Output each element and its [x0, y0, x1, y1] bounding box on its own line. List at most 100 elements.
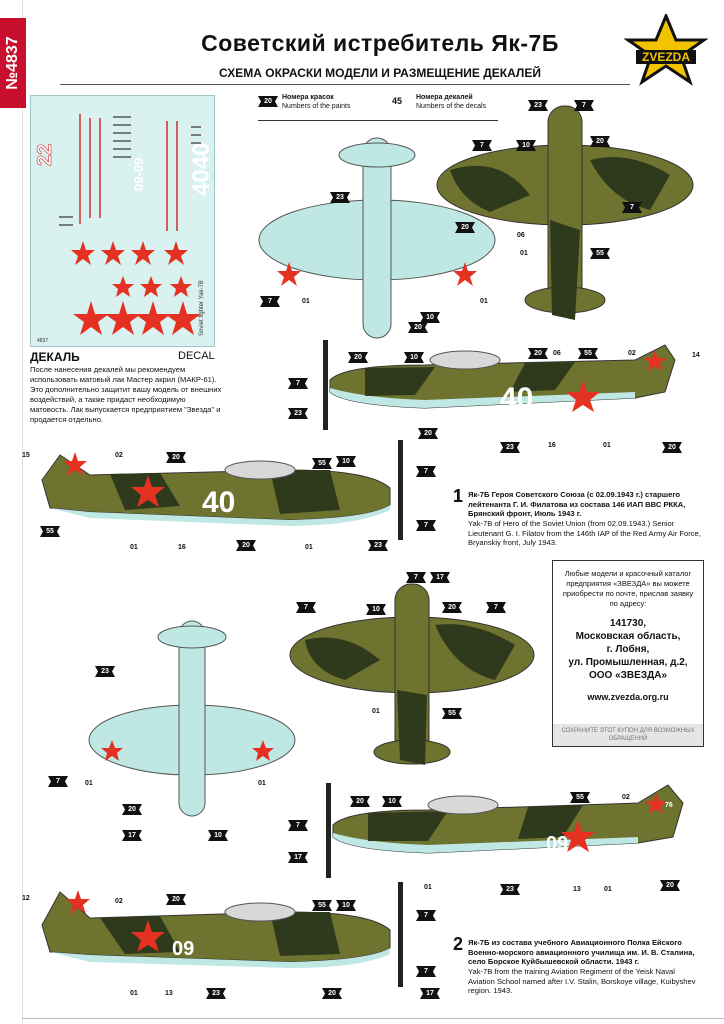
decal-caption-en: DECAL: [178, 350, 215, 362]
scheme1-left-tail-star: [63, 452, 87, 476]
callout-num: 02: [115, 452, 123, 459]
decal-sheet: 22 09-09 4040 4837 Soviet fighter Yak-7B: [30, 95, 215, 347]
scheme1-side-number: 40: [500, 382, 533, 415]
callout-badge: 23: [368, 540, 388, 551]
scheme1-side-right: 40: [323, 340, 676, 430]
callout-num: 16: [178, 544, 186, 551]
decal-caption-ru: ДЕКАЛЬ: [30, 350, 80, 364]
legend: 20 Номера красок Numbers of the paints 4…: [258, 94, 498, 121]
callout-num: 01: [480, 298, 488, 305]
callout-num: 01: [130, 544, 138, 551]
callout-badge: 23: [206, 988, 226, 999]
callout-num: 02: [115, 898, 123, 905]
callout-badge: 20: [442, 602, 462, 613]
callout-badge: 20: [322, 988, 342, 999]
legend-paint-en: Numbers of the paints: [282, 103, 351, 110]
paint-badge-icon: 20: [258, 96, 278, 107]
callout-badge: 55: [312, 900, 332, 911]
callout-badge: 10: [516, 140, 536, 151]
page-title: Советский истребитель Як-7Б: [201, 30, 559, 56]
callout-badge: 23: [500, 884, 520, 895]
callout-num: 01: [603, 442, 611, 449]
callout-badge: 20: [455, 222, 475, 233]
callout-badge: 7: [416, 466, 436, 477]
callout-badge: 20: [122, 804, 142, 815]
zvezda-logo: ZVEZDA: [624, 14, 708, 86]
callout-badge: 20: [166, 894, 186, 905]
callout-num: 01: [305, 544, 313, 551]
callout-badge: 7: [288, 820, 308, 831]
scheme1-index: 1: [453, 488, 462, 505]
page-subtitle: Схема окраски модели и размещение декале…: [219, 66, 541, 80]
callout-badge: 20: [350, 796, 370, 807]
decal-stripes: [79, 114, 178, 231]
scheme2-bottom-star-left: [101, 740, 123, 761]
callout-badge: 7: [406, 572, 426, 583]
scheme2-left-tail-number: 76: [34, 904, 44, 914]
scheme2-left-fuselage-star: [131, 920, 165, 952]
decal-stencils: [59, 116, 201, 226]
callout-num: 06: [553, 350, 561, 357]
callout-badge: 23: [288, 408, 308, 419]
callout-badge: 10: [420, 312, 440, 323]
callout-badge: 23: [528, 100, 548, 111]
callout-num: 06: [517, 232, 525, 239]
scheme2-desc-en: Yak-7B from the training Aviation Regime…: [468, 967, 696, 995]
callout-badge: 20: [662, 442, 682, 453]
scheme2-side-right: 09: [326, 783, 684, 878]
callout-num: 01: [85, 780, 93, 787]
callout-num: 14: [692, 352, 700, 359]
scheme2-side-number: 09: [546, 833, 568, 855]
callout-num: 01: [424, 884, 432, 891]
callout-badge: 7: [288, 378, 308, 389]
callout-num: 15: [22, 452, 30, 459]
decal-star-icon: [71, 241, 201, 335]
coupon-address-line2: Московская область,: [575, 631, 681, 642]
callout-badge: 7: [296, 602, 316, 613]
scheme2-side-left: 76 09: [34, 882, 403, 987]
scheme2-bottom-view: [88, 620, 296, 817]
callout-badge: 20: [408, 322, 428, 333]
decal-sheet-label: Soviet fighter Yak-7B: [199, 280, 205, 336]
callout-badge: 23: [500, 442, 520, 453]
legend-decal-en: Numbers of the decals: [416, 103, 487, 110]
callout-num: 76: [665, 802, 673, 809]
callout-badge: 17: [122, 830, 142, 841]
callout-badge: 10: [336, 900, 356, 911]
callout-badge: 7: [416, 966, 436, 977]
callout-badge: 7: [472, 140, 492, 151]
callout-badge: 10: [366, 604, 386, 615]
scheme2-bottom-star-right: [252, 740, 274, 761]
callout-badge: 17: [430, 572, 450, 583]
scheme2-left-number: 09: [172, 938, 194, 960]
callout-badge: 20: [418, 428, 438, 439]
callout-badge: 55: [578, 348, 598, 359]
coupon-address-line5: ООО «ЗВЕЗДА»: [588, 670, 667, 681]
scheme1-side-left: 40: [41, 440, 403, 540]
scheme2-index-number: 2: [453, 934, 464, 954]
legend-decal-num: 45: [392, 96, 403, 106]
coupon-url[interactable]: www.zvezda.org.ru: [587, 692, 669, 702]
callout-badge: 17: [420, 988, 440, 999]
callout-badge: 20: [528, 348, 548, 359]
callout-badge: 55: [40, 526, 60, 537]
callout-badge: 17: [288, 852, 308, 863]
callout-badge: 10: [382, 796, 402, 807]
brand-name: ZVEZDA: [642, 50, 690, 64]
scheme1-top-view: [436, 105, 694, 320]
decal-note: После нанесения декалей мы рекомендуем и…: [30, 365, 222, 424]
order-coupon: Любые модели и красочный каталог предпри…: [552, 560, 704, 747]
callout-badge: 20: [590, 136, 610, 147]
scheme2-left-tail-star: [66, 890, 90, 914]
callout-badge: 20: [166, 452, 186, 463]
scheme1-left-number: 40: [202, 486, 235, 519]
scheme1-left-fuselage-star: [131, 475, 165, 507]
scheme1-tail-star: [644, 350, 666, 371]
coupon-footer: СОХРАНИТЕ ЭТОТ КУПОН ДЛЯ ВОЗМОЖНЫХ ОБРАЩ…: [553, 724, 703, 746]
callout-num: 01: [520, 250, 528, 257]
decal-sheet-number: 4837: [37, 338, 48, 344]
callout-badge: 55: [570, 792, 590, 803]
coupon-address-line3: г. Лобня,: [606, 644, 650, 655]
callout-badge: 20: [660, 880, 680, 891]
callout-badge: 7: [416, 910, 436, 921]
